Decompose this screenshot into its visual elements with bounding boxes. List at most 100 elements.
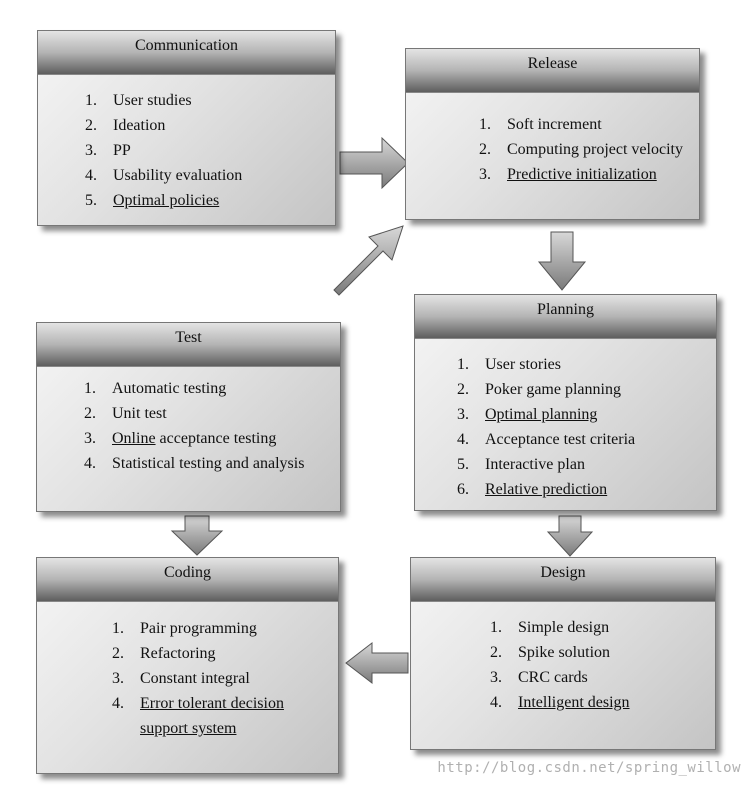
design-body: 1. Simple design 2. Spike solution 3.CRC car… <box>411 602 715 715</box>
coding-title: Coding <box>37 558 338 602</box>
list-item-text: Optimal policies <box>113 192 220 209</box>
list-item-number: 1. <box>85 92 97 109</box>
list-item: 5. Optimal policies <box>85 188 323 213</box>
list-item-text: Usability evaluation <box>113 167 243 184</box>
list-item-number: 1. <box>479 116 491 133</box>
list-item: 3. Predictive initialization <box>479 162 687 187</box>
list-item: 1. Pair programming <box>112 616 326 641</box>
list-item: 5. Interactive plan <box>457 452 704 477</box>
list-item: 1. Automatic testing <box>84 376 328 401</box>
list-item-number: 3. <box>85 142 97 159</box>
list-item: 1. Simple design <box>490 615 703 640</box>
list-item-text: Unit test <box>112 405 167 422</box>
list-item-number: 1. <box>490 619 502 636</box>
list-item-number: 3. <box>84 430 96 447</box>
list-item: 4.Intelligent design <box>490 690 703 715</box>
list-item-text: Ideation <box>113 117 166 134</box>
list-item-number: 2. <box>457 381 469 398</box>
list-item: 3. Online acceptance testing <box>84 426 328 451</box>
list-item-text: Statistical testing and analysis <box>112 455 305 472</box>
list-item: 3. Constant integral <box>112 666 326 691</box>
list-item: 2. Ideation <box>85 113 323 138</box>
release-box: Release 1. Soft increment 2. Computing proj… <box>405 48 700 220</box>
list-item: 4. Usability evaluation <box>85 163 323 188</box>
communication-title: Communication <box>38 31 335 75</box>
list-item-number: 5. <box>457 456 469 473</box>
list-item-text: Optimal planning <box>485 406 598 423</box>
list-item: 4. Statistical testing and analysis <box>84 451 328 476</box>
planning-box: Planning 1. User stories 2. Poker game plan… <box>414 294 717 511</box>
list-item-number: 3. <box>479 166 491 183</box>
release-list: 1. Soft increment 2. Computing project velo… <box>479 112 687 187</box>
list-item: 4. Acceptance test criteria <box>457 427 704 452</box>
list-item-text: Relative prediction <box>485 481 608 498</box>
planning-list: 1. User stories 2. Poker game planning 3. Opt… <box>457 352 704 502</box>
list-item-number: 3. <box>490 669 502 686</box>
list-item-text: Computing project velocity <box>507 141 683 158</box>
list-item-text: Poker game planning <box>485 381 621 398</box>
list-item: 3. PP <box>85 138 323 163</box>
arrow-release-to-planning <box>537 231 587 291</box>
underlined-word: Online <box>112 430 156 447</box>
list-item-text: Error tolerant decision support system <box>140 695 284 737</box>
list-item-text: Acceptance test criteria <box>485 431 636 448</box>
list-item-text: Online acceptance testing <box>112 430 277 447</box>
list-item-text: PP <box>113 142 131 159</box>
list-item-number: 1. <box>457 356 469 373</box>
test-box: Test 1. Automatic testing 2. Unit test 3. Onl… <box>36 322 341 512</box>
list-item-text: Refactoring <box>140 645 216 662</box>
list-item: 3. Optimal planning <box>457 402 704 427</box>
list-item: 1. Soft increment <box>479 112 687 137</box>
list-item: 2. Refactoring <box>112 641 326 666</box>
release-title: Release <box>406 49 699 93</box>
list-item: 2. Unit test <box>84 401 328 426</box>
test-list: 1. Automatic testing 2. Unit test 3. Online a… <box>84 376 328 476</box>
list-item-text: Interactive plan <box>485 456 585 473</box>
list-item: 2. Computing project velocity <box>479 137 687 162</box>
list-item-text: Intelligent design <box>518 694 630 711</box>
planning-title: Planning <box>415 295 716 339</box>
list-item-number: 5. <box>85 192 97 209</box>
list-item-text: Constant integral <box>140 670 250 687</box>
list-item-number: 3. <box>457 406 469 423</box>
list-item-text: User stories <box>485 356 561 373</box>
list-item-number: 2. <box>479 141 491 158</box>
list-item-text: Soft increment <box>507 116 602 133</box>
watermark: http://blog.csdn.net/spring_willow <box>437 760 741 776</box>
coding-box: Coding 1. Pair programming 2. Refactoring 3.… <box>36 557 339 774</box>
list-item-number: 2. <box>84 405 96 422</box>
list-item-number: 1. <box>84 380 96 397</box>
list-item-number: 2. <box>490 644 502 661</box>
list-item-text: Spike solution <box>518 644 611 661</box>
list-item-number: 1. <box>112 620 124 637</box>
list-item-number: 2. <box>112 645 124 662</box>
list-item-number: 3. <box>112 670 124 687</box>
list-item-text: Simple design <box>518 619 610 636</box>
list-item-text: Automatic testing <box>112 380 227 397</box>
list-item-number: 4. <box>457 431 469 448</box>
arrow-communication-to-release <box>339 136 409 190</box>
list-item-text: Predictive initialization <box>507 166 657 183</box>
design-box: Design 1. Simple design 2. Spike solution 3.… <box>410 557 716 750</box>
design-title: Design <box>411 558 715 602</box>
arrow-test-to-coding <box>170 515 224 556</box>
coding-list: 1. Pair programming 2. Refactoring 3. Constan… <box>112 616 326 741</box>
list-item: 3.CRC cards <box>490 665 703 690</box>
list-item-text: Pair programming <box>140 620 257 637</box>
list-item-number: 4. <box>85 167 97 184</box>
test-title: Test <box>37 323 340 367</box>
list-item-number: 2. <box>85 117 97 134</box>
test-body: 1. Automatic testing 2. Unit test 3. Online a… <box>37 367 340 476</box>
list-item: 2. Poker game planning <box>457 377 704 402</box>
list-item-number: 6. <box>457 481 469 498</box>
list-item-number: 4. <box>84 455 96 472</box>
arrow-design-to-coding <box>345 641 409 685</box>
design-list: 1. Simple design 2. Spike solution 3.CRC car… <box>490 615 703 715</box>
list-item-number: 4. <box>112 695 124 712</box>
list-item: 6. Relative prediction <box>457 477 704 502</box>
coding-body: 1. Pair programming 2. Refactoring 3. Constan… <box>37 602 338 741</box>
list-item: 2. Spike solution <box>490 640 703 665</box>
